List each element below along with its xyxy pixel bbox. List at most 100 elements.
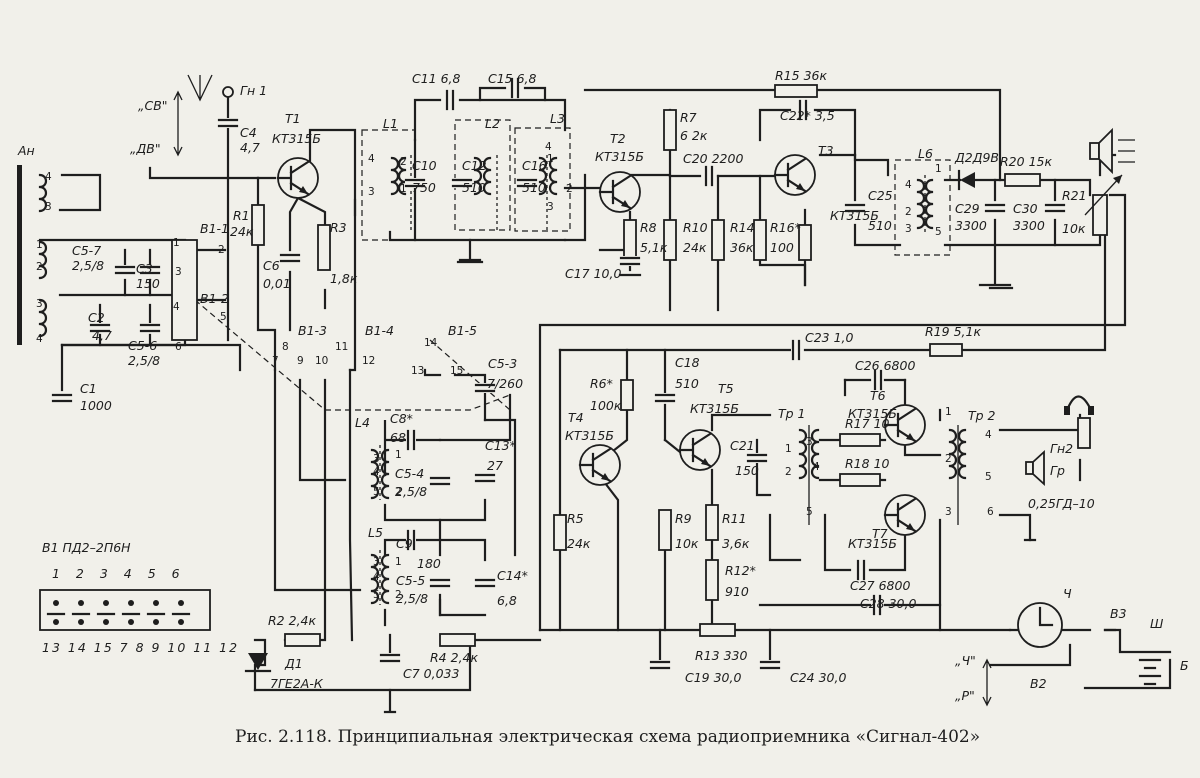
label-r9: R9 bbox=[675, 511, 692, 526]
label-c12: С12 bbox=[462, 158, 487, 173]
label-b14: В1-4 bbox=[365, 323, 394, 338]
label-c54: С5-4 bbox=[395, 466, 424, 481]
capacitor-c56 bbox=[139, 323, 161, 333]
resistor-r17 bbox=[839, 433, 881, 447]
capacitor-c21 bbox=[746, 453, 768, 463]
resistor-r15 bbox=[774, 84, 818, 98]
switch-contact bbox=[103, 619, 109, 625]
pin-number: 1 bbox=[400, 183, 407, 195]
resistor-r21 bbox=[1092, 194, 1108, 236]
label-r11: R11 bbox=[722, 511, 747, 526]
label-t3t: КТ315Б bbox=[830, 208, 879, 223]
switch-spec-title: В1 ПД2–2П6Н bbox=[42, 540, 131, 555]
label-c27: С27 6800 bbox=[850, 578, 910, 593]
resistor-r6 bbox=[620, 379, 634, 411]
pin-number: 1 bbox=[945, 406, 952, 418]
switch-contact bbox=[78, 619, 84, 625]
label-r12v: 910 bbox=[725, 584, 749, 599]
coil-tr1-a bbox=[798, 428, 808, 480]
label-r2: R2 2,4к bbox=[268, 613, 316, 628]
switch-spec-top-numbers: 1 2 3 4 5 6 bbox=[52, 566, 186, 581]
switch-contact bbox=[153, 600, 159, 606]
label-grt: 0,25ГД–10 bbox=[1028, 496, 1095, 511]
label-an: Ан bbox=[17, 143, 35, 158]
label-c11: С11 6,8 bbox=[412, 71, 461, 86]
ant-coil-2 bbox=[38, 240, 48, 280]
resistor-r4 bbox=[439, 633, 476, 647]
label-c28: С28 30,0 bbox=[860, 596, 916, 611]
socket-gn1 bbox=[222, 86, 234, 98]
resistor-r13 bbox=[699, 623, 736, 637]
component-labels: Гн 1АнС44,7Т1КТ315БR124кВ1-1В1-2С5-72,5/… bbox=[17, 68, 1189, 691]
label-l1: L1 bbox=[383, 116, 398, 131]
capacitor-c28 bbox=[872, 594, 882, 616]
coil-l5-b bbox=[380, 553, 390, 605]
pin-number: 1 bbox=[935, 163, 942, 175]
label-t1: Т1 bbox=[285, 111, 301, 126]
pin-number: 5 bbox=[373, 486, 380, 498]
label-t6: Т6 bbox=[870, 388, 886, 403]
ant-coil-3 bbox=[38, 298, 48, 338]
label-c22: С22* 3,5 bbox=[780, 108, 835, 123]
capacitor-c19 bbox=[649, 660, 671, 670]
label-c4: С4 bbox=[240, 125, 257, 140]
speaker-gr-icon bbox=[1025, 449, 1045, 487]
label-t5t: КТ315Б bbox=[690, 401, 739, 416]
resistor-r12 bbox=[705, 559, 719, 601]
label-r1: R1 bbox=[233, 208, 250, 223]
label-t5: Т5 bbox=[718, 381, 734, 396]
mechanical-linkage bbox=[194, 119, 951, 411]
battery-icon bbox=[1138, 658, 1162, 686]
label-l6: L6 bbox=[918, 146, 933, 161]
pin-number: 5 bbox=[220, 311, 227, 323]
pin-number: 3 bbox=[373, 453, 380, 465]
switch-contact bbox=[53, 600, 59, 606]
label-c25: С25 bbox=[868, 188, 893, 203]
capacitor-c8 bbox=[406, 429, 416, 451]
capacitor-c10 bbox=[404, 178, 426, 188]
figure-caption: Рис. 2.118. Принципиальная электрическая… bbox=[235, 727, 980, 747]
resistors bbox=[251, 84, 1108, 647]
label-t7: Т7 bbox=[872, 526, 888, 541]
capacitor-c24 bbox=[759, 660, 781, 670]
switch-spec-bottom-numbers: 13 14 15 7 8 9 10 11 12 bbox=[42, 640, 239, 655]
switch-contact bbox=[178, 619, 184, 625]
coil-l3-b bbox=[548, 156, 558, 196]
label-c29v: 3300 bbox=[955, 218, 987, 233]
label-r14: R14 bbox=[730, 220, 755, 235]
pin-number: 2 bbox=[945, 453, 952, 465]
label-c3: С3 bbox=[136, 261, 153, 276]
resistor-r3 bbox=[317, 224, 331, 271]
label-c30v: 3300 bbox=[1013, 218, 1045, 233]
capacitor-c15 bbox=[510, 77, 520, 99]
label-r5v: 24к bbox=[567, 536, 591, 551]
switch-contact bbox=[128, 619, 134, 625]
label-c15: С15 6,8 bbox=[488, 71, 537, 86]
pin-number: 3 bbox=[45, 201, 52, 213]
label-r19: R19 5,1к bbox=[925, 324, 981, 339]
capacitor-c16 bbox=[516, 178, 538, 188]
coil-l4-a bbox=[370, 448, 380, 500]
pin-number: 4 bbox=[985, 429, 992, 441]
pin-number: 1 bbox=[547, 153, 554, 165]
label-c56: С5-6 bbox=[128, 338, 157, 353]
resistor-r18 bbox=[839, 473, 881, 487]
pin-number: 4 bbox=[36, 333, 43, 345]
label-r18: R18 10 bbox=[845, 456, 890, 471]
label-c7: С7 0,033 bbox=[403, 666, 459, 681]
label-r11v: 3,6к bbox=[722, 536, 750, 551]
pin-number: 3 bbox=[806, 436, 813, 448]
label-c21: С21 bbox=[730, 438, 755, 453]
capacitor-c13 bbox=[474, 473, 496, 483]
label-gn1: Гн 1 bbox=[240, 83, 267, 98]
label-c2v: 4,7 bbox=[92, 328, 112, 343]
label-c57v: 2,5/8 bbox=[72, 258, 104, 273]
resistor-r16 bbox=[753, 219, 767, 261]
pin-number: 1 bbox=[36, 239, 43, 251]
capacitor-c25 bbox=[844, 203, 866, 213]
coil-l6-a bbox=[916, 178, 926, 230]
pin-number: 1 bbox=[395, 449, 402, 461]
ferrite-rod bbox=[17, 165, 22, 345]
label-t2t: КТ315Б bbox=[595, 149, 644, 164]
